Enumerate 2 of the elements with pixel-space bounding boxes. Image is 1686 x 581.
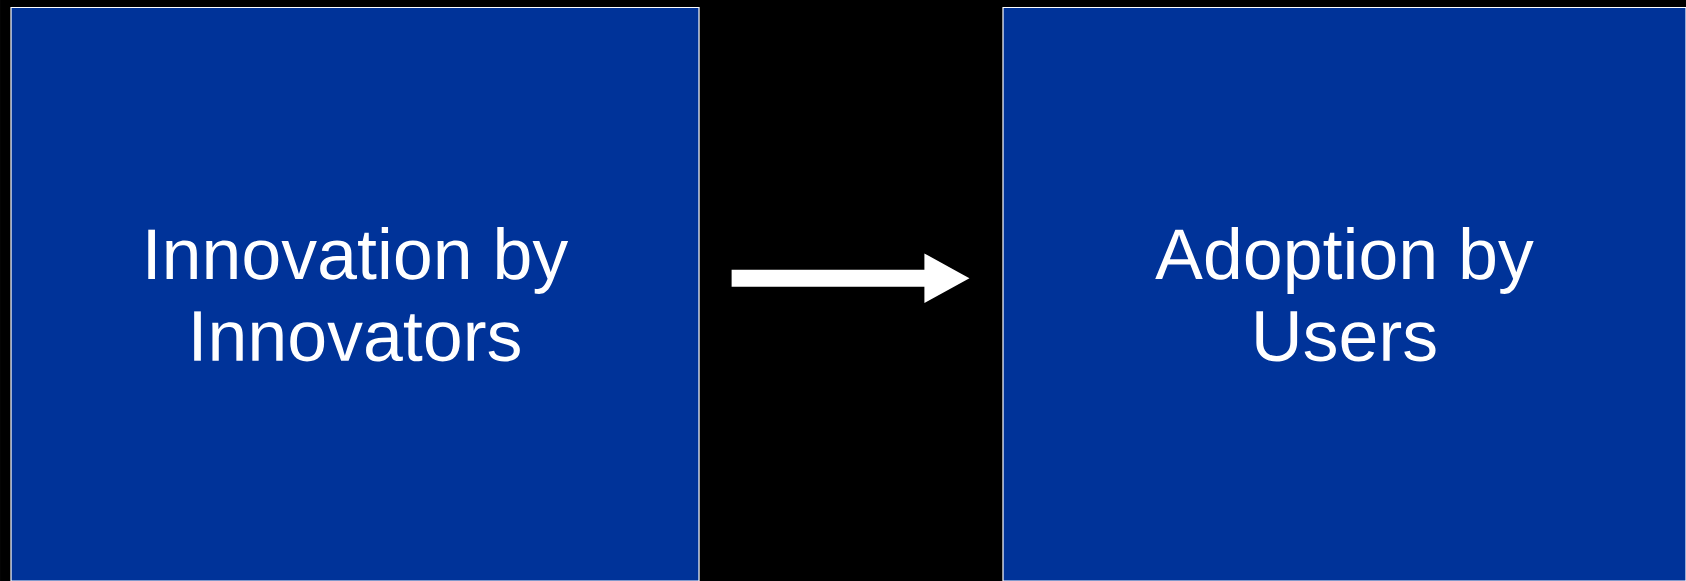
process-box: Adoption by Users [1002, 6, 1686, 581]
process-box: Innovation by Innovators [10, 6, 700, 581]
